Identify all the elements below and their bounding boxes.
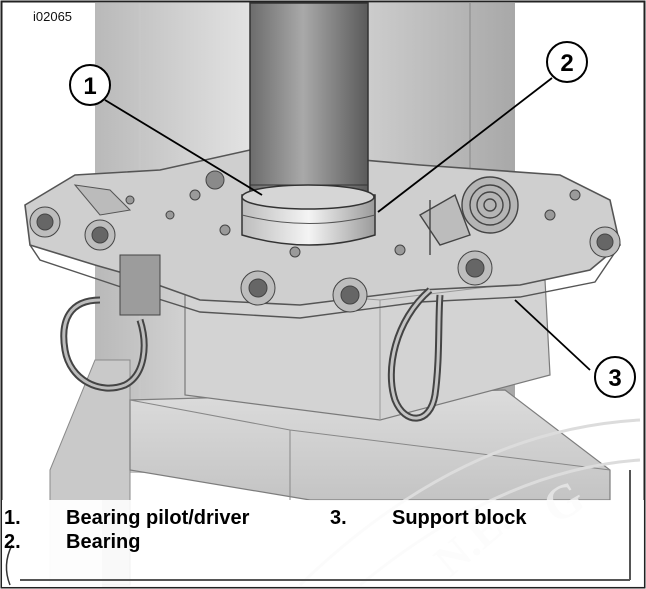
legend-item-1-label: Bearing pilot/driver — [66, 507, 250, 529]
callout-3-label: 3 — [608, 365, 621, 392]
solenoid-left — [119, 254, 161, 316]
valve-body-holes — [29, 170, 621, 313]
callout-2-label: 2 — [560, 50, 573, 77]
legend-item-1: 1. Bearing pilot/driver — [4, 507, 249, 530]
spring-mechanism — [419, 176, 519, 255]
callout-3 — [594, 356, 636, 398]
callout-2 — [546, 41, 588, 83]
figure-id: i02065 — [33, 9, 73, 24]
legend-item-3: 3. Support block — [330, 507, 526, 530]
legend-item-2-number: 2. — [4, 531, 21, 553]
legend-item-3-number: 3. — [330, 507, 347, 529]
legend-item-2-label: Bearing — [66, 531, 141, 553]
detent-lever — [73, 184, 132, 216]
bearing-pilot-driver — [249, 2, 369, 204]
callout-1-label: 1 — [83, 73, 96, 100]
legend-item-3-label: Support block — [392, 507, 527, 529]
legend-item-1-number: 1. — [4, 507, 21, 529]
leader-lines — [104, 77, 591, 371]
legend-item-2: 2. Bearing — [4, 531, 140, 554]
callout-1 — [69, 64, 111, 106]
